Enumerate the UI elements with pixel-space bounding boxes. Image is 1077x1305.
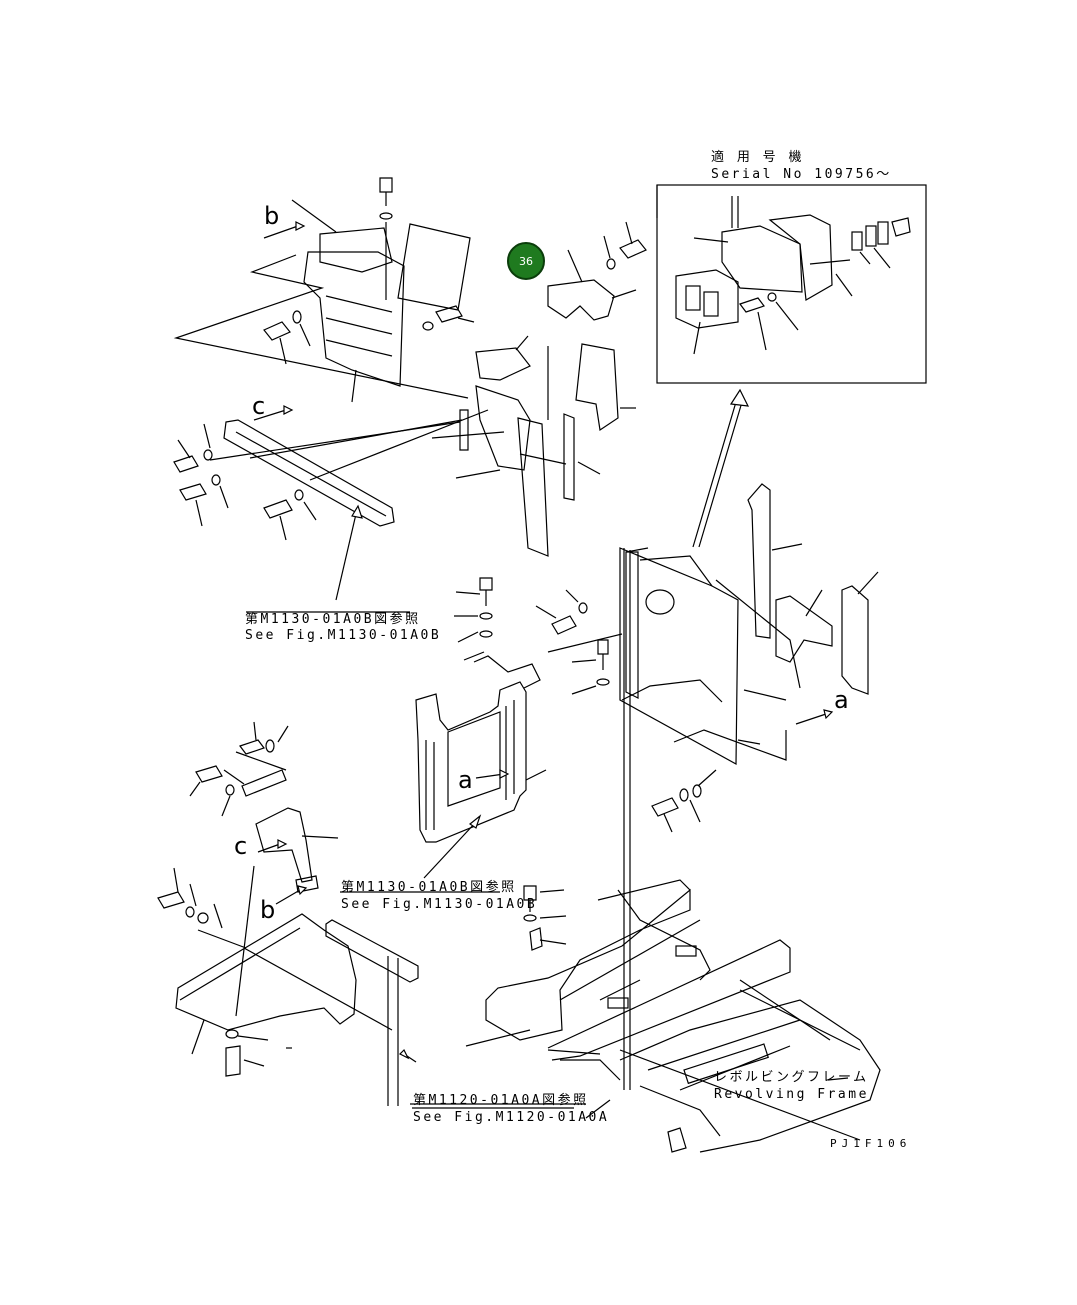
- arrow-letter-a-right: a: [834, 686, 849, 714]
- arrow-c-top: [253, 405, 294, 421]
- ref-2-jp: 第M1130-01A0B図参照: [341, 880, 517, 895]
- drawing-code: PJ1F106: [830, 1137, 912, 1150]
- side-plate-assembly: [619, 483, 879, 766]
- ref-3-en: See Fig.M1120-01A0A: [413, 1110, 610, 1125]
- arrow-letter-c-top: c: [252, 392, 266, 420]
- inset-title-jp: 適 用 号 機: [711, 150, 804, 165]
- inset-arrow: [692, 388, 750, 548]
- radiator-frame: [415, 651, 547, 879]
- arrow-b-top: [263, 221, 306, 239]
- center-bolts: [454, 577, 717, 833]
- ref-1-en: See Fig.M1130-01A0B: [245, 628, 442, 643]
- ref-leaders: [246, 611, 574, 1109]
- lower-left-bracket: [157, 721, 419, 1106]
- inset-box: [656, 184, 927, 384]
- center-top-covers: [431, 221, 647, 557]
- upper-cover-assembly: [173, 177, 475, 403]
- rail-c-assembly: [173, 409, 489, 601]
- part-number-badge[interactable]: 36: [507, 242, 545, 280]
- inset-serial: Serial No 109756～: [711, 167, 892, 182]
- arrow-letter-b-lower: b: [260, 896, 276, 924]
- ref-1-jp: 第M1130-01A0B図参照: [245, 612, 421, 627]
- revolving-frame: [410, 548, 881, 1153]
- ref-3-jp: 第M1120-01A0A図参照: [413, 1093, 589, 1108]
- arrow-letter-a-radiator: a: [458, 766, 473, 794]
- arrow-letter-c-lower: c: [234, 832, 248, 860]
- arrow-letter-b-top: b: [264, 202, 280, 230]
- ref-2-en: See Fig.M1130-01A0B: [341, 897, 538, 912]
- frame-label-en: Revolving Frame: [714, 1087, 869, 1102]
- frame-label-jp: レボルビングフレーム: [714, 1070, 869, 1085]
